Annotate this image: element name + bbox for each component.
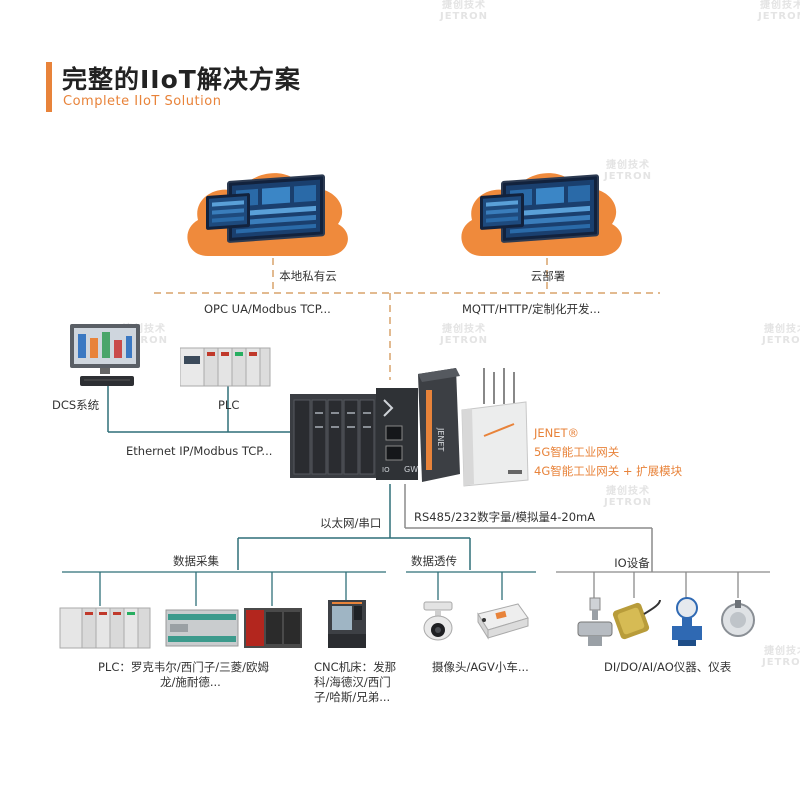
- gateway-jenet-text: JENET: [436, 427, 445, 451]
- gateway-gw-text: GW: [404, 465, 418, 474]
- cnc-label-line3: 子/哈斯/兄弟...: [314, 690, 391, 704]
- mqtt-protocol-label: MQTT/HTTP/定制化开发...: [462, 302, 601, 316]
- valve-icon: [577, 597, 613, 646]
- ethernet-serial-label: 以太网/串口: [320, 516, 382, 530]
- public-cloud-label: 云部署: [530, 269, 566, 283]
- rockwell-plc-icon: [59, 607, 151, 649]
- gateway-cluster-icon: GW IO JENET: [290, 368, 529, 487]
- mitsubishi-plc-icon: [244, 608, 302, 648]
- encoder-icon: [721, 600, 755, 637]
- transparent-bus: [406, 571, 536, 600]
- group-transparent-label: 数据透传: [411, 554, 457, 568]
- rs485-label: RS485/232数字量/模拟量4-20mA: [414, 510, 596, 524]
- gateway-5g-label: 5G智能工业网关: [534, 445, 620, 459]
- ethernet-line: [107, 386, 292, 433]
- gateway-io-text: IO: [382, 466, 390, 474]
- io-bus: [556, 571, 770, 598]
- title-accent-bar: [46, 62, 52, 112]
- dcs-monitor-icon: [70, 324, 140, 386]
- camera-icon: [423, 601, 453, 641]
- private-cloud-label: 本地私有云: [279, 269, 337, 283]
- dcs-label: DCS系统: [52, 398, 100, 412]
- proximity-sensor-icon: [612, 599, 661, 640]
- cloud-dashed-bus: [154, 258, 660, 380]
- public-cloud-icon: [461, 173, 622, 256]
- bottom-plc-label-line1: PLC：罗克韦尔/西门子/三菱/欧姆: [98, 660, 269, 674]
- plc-icon: [180, 347, 271, 387]
- page-subtitle: Complete IIoT Solution: [63, 94, 222, 109]
- page-title: 完整的IIoT解决方案: [62, 65, 301, 94]
- bottom-plc-label-line2: 龙/施耐德...: [160, 675, 221, 689]
- collect-bus: [62, 571, 386, 606]
- cnc-label-line1: CNC机床：发那: [314, 660, 397, 674]
- flow-meter-icon: [672, 597, 702, 646]
- agv-cart-icon: [477, 603, 529, 640]
- camera-agv-label: 摄像头/AGV小车...: [432, 660, 529, 674]
- serial-teal-lines: [237, 484, 471, 570]
- siemens-plc-icon: [165, 609, 239, 647]
- io-devices-label: DI/DO/AI/AO仪器、仪表: [604, 660, 732, 674]
- group-io-label: IO设备: [614, 556, 650, 570]
- private-cloud-icon: [187, 173, 348, 256]
- gateway-brand: JENET®: [534, 426, 580, 440]
- ethernet-protocol-label: Ethernet IP/Modbus TCP...: [126, 444, 273, 458]
- rs485-gray-lines: [404, 484, 653, 572]
- cnc-machine-icon: [328, 600, 366, 648]
- cnc-label-line2: 科/海德汉/西门: [314, 675, 391, 689]
- opc-protocol-label: OPC UA/Modbus TCP...: [204, 302, 331, 316]
- gateway-4g-label: 4G智能工业网关 + 扩展模块: [534, 464, 683, 478]
- bottom-plc-group-icon: [59, 607, 302, 649]
- plc-label: PLC: [218, 398, 240, 412]
- group-collect-label: 数据采集: [173, 554, 219, 568]
